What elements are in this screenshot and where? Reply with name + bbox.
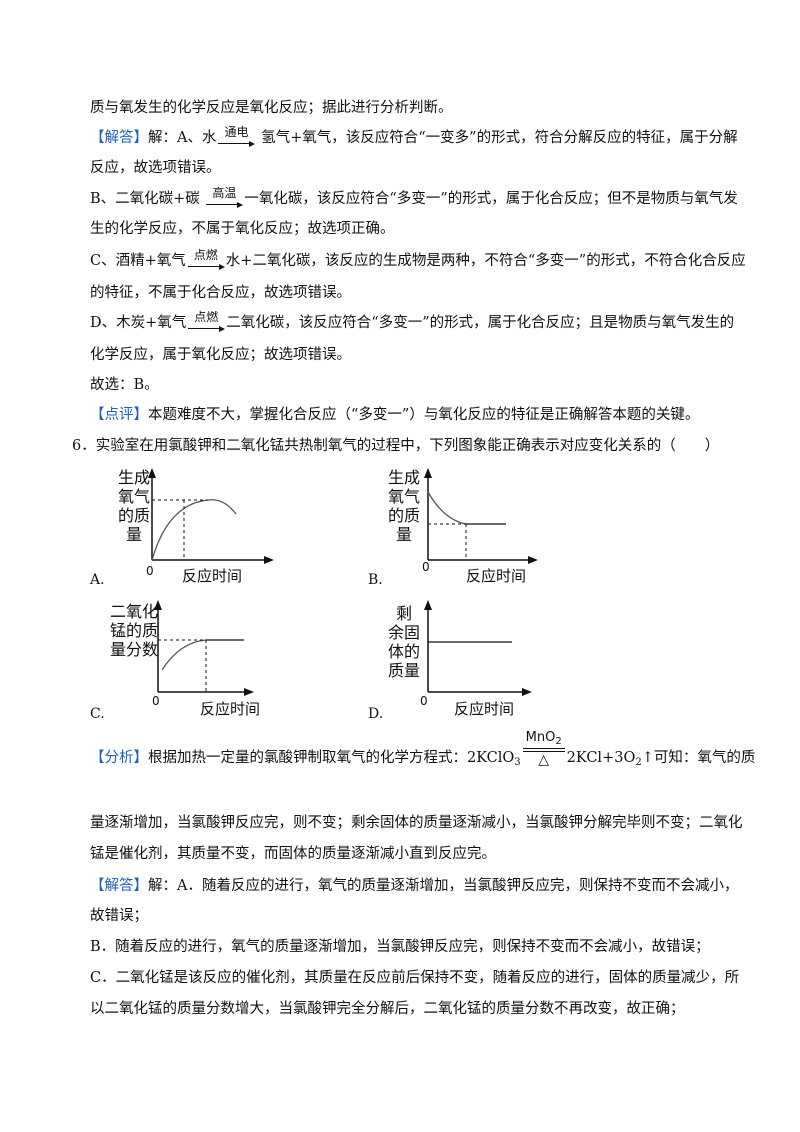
analysis-tag: 【分析】 bbox=[90, 750, 148, 766]
graph-c-ylabel: 二氧化锰的质量分数 bbox=[109, 602, 158, 659]
reaction-condition: 点燃 bbox=[193, 248, 218, 262]
text-span: 解：A、水 bbox=[148, 130, 217, 146]
reaction-condition: 点燃 bbox=[194, 310, 219, 324]
graph-b-xlabel: 反应时间 bbox=[466, 567, 527, 585]
text-span: 氢气+氧气，该反应符合“一变多”的形式，符合分解反应的特征，属于分解 bbox=[256, 130, 738, 146]
text-line: 锰是催化剂，其质量不变，而固体的质量逐渐减小直到反应完。 bbox=[90, 846, 496, 862]
graph-d: 剩余固体的质量 0 反应时间 bbox=[374, 598, 614, 718]
option-d-label: D. bbox=[368, 706, 384, 722]
text-span: 水+二氧化碳，该反应的生成物是两种，不符合“多变一”的形式，不符合化合反应 bbox=[225, 253, 746, 269]
text-line: 故错误； bbox=[90, 908, 148, 924]
text-line: 反应，故选项错误。 bbox=[90, 160, 221, 176]
text-line: 质与氧发生的化学反应是氧化反应；据此进行分析判断。 bbox=[90, 100, 453, 116]
text-span: 解：A．随着反应的进行，氧气的质量逐渐增加，当氯酸钾反应完，则保持不变而不会减小… bbox=[148, 878, 739, 894]
reaction-arrow: 点燃 bbox=[186, 310, 226, 333]
graph-a-xlabel: 反应时间 bbox=[182, 567, 243, 585]
option-a-label: A. bbox=[90, 572, 105, 588]
reaction-arrow: 通电 bbox=[216, 125, 256, 148]
heat-symbol: △ bbox=[538, 752, 550, 768]
graph-d-xlabel: 反应时间 bbox=[454, 700, 515, 718]
text-span: ↑可知：氧气的质 bbox=[641, 750, 756, 766]
comment-tag: 【点评】 bbox=[90, 407, 148, 423]
answer-tag: 【解答】 bbox=[90, 130, 148, 146]
option-b-label: B. bbox=[368, 572, 383, 588]
text-line: B．随着反应的进行，氧气的质量逐渐增加，当氯酸钾反应完，则保持不变而不会减小，故… bbox=[90, 939, 710, 955]
text-line: 故选：B。 bbox=[90, 377, 159, 393]
graph-d-plot bbox=[424, 600, 532, 696]
equation-condition: MnO2△ bbox=[521, 728, 567, 768]
graph-a: 生成氧气的质量 0 反应时间 bbox=[96, 468, 336, 588]
text-span: 二氧化碳，该反应符合“多变一”的形式，属于化合反应；且是物质与氧气发生的 bbox=[226, 315, 735, 331]
text-span: D、木炭+氧气 bbox=[90, 315, 187, 331]
text-line: 生的化学反应，不属于氧化反应；故选项正确。 bbox=[90, 221, 395, 237]
text-span: 根据加热一定量的氯酸钾制取氧气的化学方程式：2KClO bbox=[148, 750, 515, 766]
option-d-line: D、木炭+氧气点燃二氧化碳，该反应符合“多变一”的形式，属于化合反应；且是物质与… bbox=[90, 310, 735, 333]
graph-a-ylabel: 生成氧气的质量 bbox=[117, 468, 150, 544]
text-line: C．二氧化锰是该反应的催化剂，其质量在反应前后保持不变，随着反应的进行，固体的质… bbox=[90, 970, 740, 986]
graph-c-xlabel: 反应时间 bbox=[200, 700, 261, 718]
answer-tag: 【解答】 bbox=[90, 878, 148, 894]
question-6: 6．实验室在用氯酸钾和二氧化锰共热制氧气的过程中，下列图象能正确表示对应变化关系… bbox=[72, 438, 720, 454]
graph-b-ylabel: 生成氧气的质量 bbox=[387, 468, 420, 544]
text-span: C、酒精+氧气 bbox=[90, 253, 186, 269]
graph-a-plot bbox=[148, 468, 274, 564]
comment-line: 【点评】本题难度不大，掌握化合反应（“多变一”）与氧化反应的特征是正确解答本题的… bbox=[90, 405, 699, 425]
reaction-condition: 高温 bbox=[212, 186, 237, 200]
answer-line: 【解答】解：A、水通电 氢气+氧气，该反应符合“一变多”的形式，符合分解反应的特… bbox=[90, 125, 738, 148]
text-line: 化学反应，属于氧化反应；故选项错误。 bbox=[90, 347, 351, 363]
graph-b: 生成氧气的质量 0 反应时间 bbox=[372, 468, 612, 588]
option-c-line: C、酒精+氧气点燃水+二氧化碳，该反应的生成物是两种，不符合“多变一”的形式，不… bbox=[90, 248, 746, 271]
graph-c: 二氧化锰的质量分数 0 反应时间 bbox=[96, 598, 336, 718]
text-line: 以二氧化锰的质量分数增大，当氯酸钾完全分解后，二氧化锰的质量分数不再改变，故正确… bbox=[90, 1001, 685, 1017]
reaction-arrow: 点燃 bbox=[186, 248, 226, 271]
text-span: B、二氧化碳+碳 bbox=[90, 191, 205, 207]
graph-d-ylabel: 剩余固体的质量 bbox=[387, 604, 420, 680]
reaction-arrow: 高温 bbox=[204, 186, 244, 209]
text-span: 本题难度不大，掌握化合反应（“多变一”）与氧化反应的特征是正确解答本题的关键。 bbox=[148, 407, 700, 423]
solution-line: 【解答】解：A．随着反应的进行，氧气的质量逐渐增加，当氯酸钾反应完，则保持不变而… bbox=[90, 876, 738, 896]
text-span: 2KCl+3O bbox=[566, 750, 636, 766]
text-span: 一氧化碳，该反应符合“多变一”的形式，属于化合反应；但不是物质与氧气发 bbox=[244, 191, 738, 207]
text-line: 的特征，不属于化合反应，故选项错误。 bbox=[90, 285, 351, 301]
option-b-line: B、二氧化碳+碳 高温一氧化碳，该反应符合“多变一”的形式，属于化合反应；但不是… bbox=[90, 186, 738, 209]
graph-b-plot bbox=[424, 468, 538, 564]
reaction-condition: 通电 bbox=[224, 125, 249, 139]
graph-c-plot bbox=[154, 600, 254, 696]
option-c-label: C. bbox=[90, 706, 105, 722]
text-line: 量逐渐增加，当氯酸钾反应完，则不变；剩余固体的质量逐渐减小，当氯酸钾分解完毕则不… bbox=[90, 815, 743, 831]
